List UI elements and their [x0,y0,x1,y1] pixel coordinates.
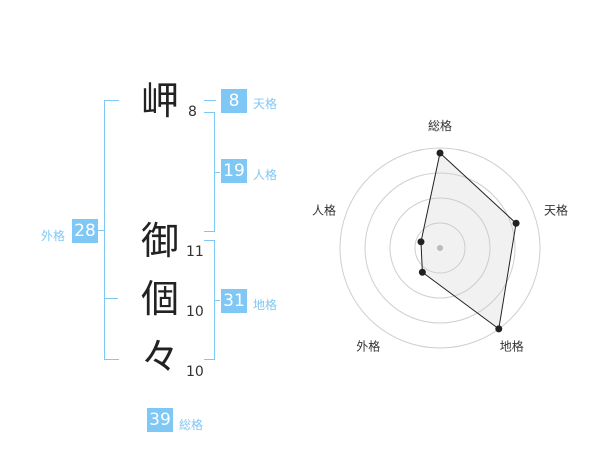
radar-area [420,152,517,330]
radar-axis-label-2: 地格 [500,339,524,354]
radar-ring-3 [364,172,516,324]
char-4: 々 [140,335,179,379]
char-1-strokes: 8 [188,104,197,120]
char-3: 個 [140,277,179,321]
radar-axis-label-1: 天格 [544,202,568,217]
gaikaku-bracket [104,100,119,360]
gaikaku-score: 28 [72,219,98,243]
radar-axis-label-0: 総格 [428,118,452,133]
chikaku-label: 地格 [253,298,278,312]
radar-point-3 [418,268,426,276]
radar-ring-2 [389,197,491,299]
jinkaku-score: 19 [221,159,247,183]
gaikaku-bracket-tick [97,230,104,231]
char-3-strokes: 10 [186,304,204,320]
radar-point-0 [436,149,444,157]
radar-point-1 [512,219,520,227]
radar-ring-1 [414,222,466,274]
gaikaku-bracket-mid [104,298,118,299]
radar-point-2 [495,325,503,333]
chikaku-bracket-tick [214,300,220,301]
tenkaku-label: 天格 [253,97,278,111]
radar-ring-4 [339,147,541,349]
radar-axis-label-3: 外格 [356,339,380,354]
char-4-strokes: 10 [186,364,204,380]
char-2: 御 [140,219,179,263]
chikaku-score: 31 [221,289,247,313]
jinkaku-label: 人格 [253,168,278,182]
jinkaku-bracket-tick [214,172,220,173]
tenkaku-score: 8 [221,89,247,113]
soukaku-score: 39 [147,408,173,432]
char-1: 岬 [140,79,179,123]
radar-point-4 [417,238,425,246]
tenkaku-bracket [204,100,216,101]
char-2-strokes: 11 [186,244,204,260]
radar-center-dot [437,245,443,251]
soukaku-label: 総格 [179,418,204,432]
radar-axis-label-4: 人格 [312,202,336,217]
gaikaku-label: 外格 [41,229,66,243]
